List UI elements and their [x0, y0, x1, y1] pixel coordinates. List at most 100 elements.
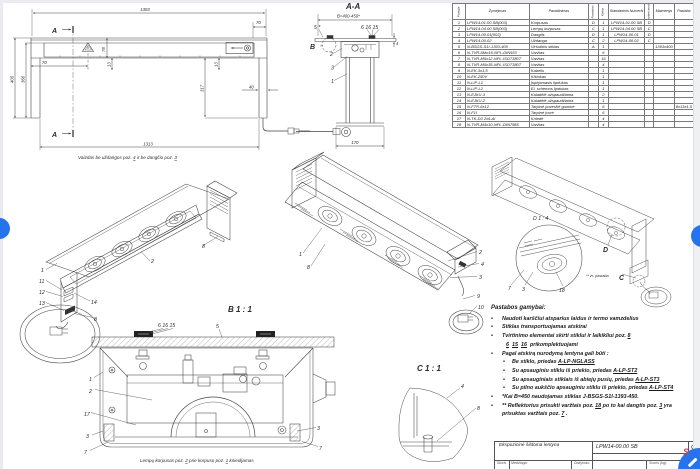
front-view-texts: 1393 70 A A 70 78 13 13 317 40 400 360 1… — [10, 7, 262, 147]
svg-text:78: 78 — [101, 47, 106, 52]
svg-text:5 *: 5 * — [314, 25, 321, 31]
svg-text:B: B — [310, 44, 315, 51]
production-notes: Pastabos gamybai: •Naudoti karščiui atsp… — [491, 304, 675, 419]
title-block-field-dazymas: Dažymas: — [574, 460, 590, 465]
pencil-icon — [687, 457, 698, 468]
prev-page-button[interactable] — [0, 218, 10, 239]
detail-c-view — [398, 387, 477, 462]
parts-table-cell: LPW14-04.00 SB — [607, 25, 646, 32]
svg-text:6 16 15: 6 16 15 — [158, 323, 175, 329]
title-block: Ekspozicinė šildoma lentyna LPW14-00.00 … — [494, 441, 700, 469]
col-header-kiekis: Kiekis — [597, 3, 609, 20]
svg-text:18: 18 — [559, 288, 565, 294]
note-item: •Pagal atskirą nurodymą lentyna gali būt… — [491, 350, 609, 357]
svg-text:400: 400 — [10, 75, 15, 83]
title-block-field-medziaga: Medžiaga: — [511, 460, 528, 465]
svg-text:A: A — [51, 28, 57, 35]
col-header-matmenys: Matmenys — [653, 3, 675, 20]
col-header-pozicija: Pozicija — [452, 3, 466, 20]
svg-text:B 1 : 1: B 1 : 1 — [228, 305, 253, 314]
svg-text:1: 1 — [331, 79, 334, 85]
svg-text:Vaizdas be uždangos poz. 4 ir: Vaizdas be uždangos poz. 4 ir be dangčio… — [78, 155, 177, 160]
svg-text:2: 2 — [150, 259, 154, 265]
svg-text:317: 317 — [200, 84, 205, 92]
parts-table-cell: 18 — [452, 121, 466, 128]
svg-text:2: 2 — [478, 250, 482, 256]
iso-left-view — [19, 180, 238, 364]
svg-text:8: 8 — [94, 317, 97, 323]
svg-text:13: 13 — [214, 62, 219, 67]
parts-table-header-row: Pozicija Žymėjimas Pavadinimas Formatas … — [452, 3, 694, 20]
next-page-button[interactable] — [691, 225, 700, 247]
parts-table-cell: 8x13x1,5 — [673, 103, 694, 110]
svg-text:8: 8 — [477, 406, 480, 412]
col-header-standartinis-numeris: Standartinis Numeris — [607, 3, 646, 20]
svg-text:6 16 15: 6 16 15 — [361, 25, 378, 31]
svg-text:13: 13 — [39, 301, 45, 307]
svg-text:3: 3 — [317, 426, 320, 432]
section-aa-view — [296, 14, 397, 149]
svg-text:7: 7 — [84, 450, 88, 456]
note-item-continued: 6 15 16 prikomplektuojami — [506, 341, 578, 348]
iso-right-view — [284, 151, 484, 335]
revision-stamp: S — [683, 447, 690, 457]
parts-table-cell: LPW14-01.00 SB — [607, 19, 646, 26]
svg-text:D: D — [603, 247, 608, 254]
svg-text:9: 9 — [477, 294, 480, 300]
svg-text:Lempų korpusas poz. 2 prie kor: Lempų korpusas poz. 2 prie korpuso poz. … — [140, 458, 254, 463]
note-subitem: •Su apsauginiu stiklu iš priekio, prieda… — [503, 367, 638, 374]
svg-text:12: 12 — [39, 290, 45, 296]
front-view-caption: Vaizdas be uždangos poz. 4 ir be dangčio… — [78, 155, 177, 160]
parts-table-cell — [673, 121, 694, 128]
note-item: •*Kai B=450 naudojamas stiklas J-BSGS-S1… — [491, 394, 639, 401]
svg-text:10: 10 — [478, 305, 484, 311]
notes-title: Pastabos gamybai: — [491, 305, 546, 311]
section-aa-texts: A-A B=400-450* 5 * 6 16 15 B 4 2 3 1 170 — [310, 2, 399, 145]
svg-text:40: 40 — [249, 85, 254, 90]
note-item: •Tvirtinimo elementai skirti stiklui ir … — [491, 333, 631, 340]
note-item: •Stiklas transportuojamas atskirai — [491, 324, 587, 331]
svg-text:11: 11 — [39, 279, 44, 285]
detail-b-view — [89, 328, 336, 451]
svg-text:1393: 1393 — [140, 7, 150, 12]
svg-text:2: 2 — [329, 52, 333, 58]
svg-text:360: 360 — [21, 75, 26, 83]
parts-table-cell: 4 — [597, 121, 609, 128]
svg-text:A: A — [51, 132, 57, 139]
detail-b-texts: B 1 : 1 6 16 15 5 1 2 17 3 7 3 7 Lempų k… — [84, 305, 323, 463]
parts-table-cell — [587, 121, 599, 128]
parts-table-cell: N-TVR-M5x12-NPL-ISO7380T — [464, 55, 530, 62]
iso-top-texts: D 1 : 4 D C ** žr. pastaba 7 3 18 — [508, 216, 625, 294]
note-item: •Naudoti karščiui atsparius laidus ir te… — [491, 315, 639, 322]
svg-text:1: 1 — [89, 377, 92, 383]
detail-c-texts: C 1 : 1 4 8 — [417, 364, 480, 412]
svg-text:1313: 1313 — [143, 142, 153, 147]
col-header-pastaba: Pastaba — [673, 3, 694, 20]
col-header-pavadinimas: Pavadinimas — [528, 3, 589, 20]
svg-text:5: 5 — [216, 324, 219, 330]
title-block-field-svoris: Svoris (kg): — [649, 460, 668, 465]
svg-text:14: 14 — [91, 300, 97, 306]
svg-text:1: 1 — [299, 252, 302, 258]
svg-text:2: 2 — [88, 389, 92, 395]
title-block-field-storis: Storis — [497, 460, 507, 465]
title-block-drawing-number: LPW14-00.00 SB — [596, 444, 638, 450]
col-header-standartine-medziaga: Standartinė medžiaga — [644, 3, 655, 20]
svg-text:3: 3 — [86, 434, 89, 440]
svg-text:3: 3 — [479, 275, 482, 281]
svg-text:17: 17 — [84, 412, 91, 418]
floating-action-button[interactable] — [678, 448, 700, 469]
note-subitem: •Su pilno aukščio apsauginiu stiklu iš p… — [503, 385, 674, 392]
col-header-zymejimas: Žymėjimas — [464, 3, 530, 20]
svg-text:4: 4 — [461, 384, 464, 390]
svg-text:D 1 : 4: D 1 : 4 — [533, 216, 548, 222]
iso-right-texts: 1 8 2 4 3 9 10 — [299, 250, 484, 311]
svg-text:3: 3 — [522, 287, 525, 293]
note-item: •** Reflektorius prisukti varžtais poz. … — [491, 402, 672, 418]
